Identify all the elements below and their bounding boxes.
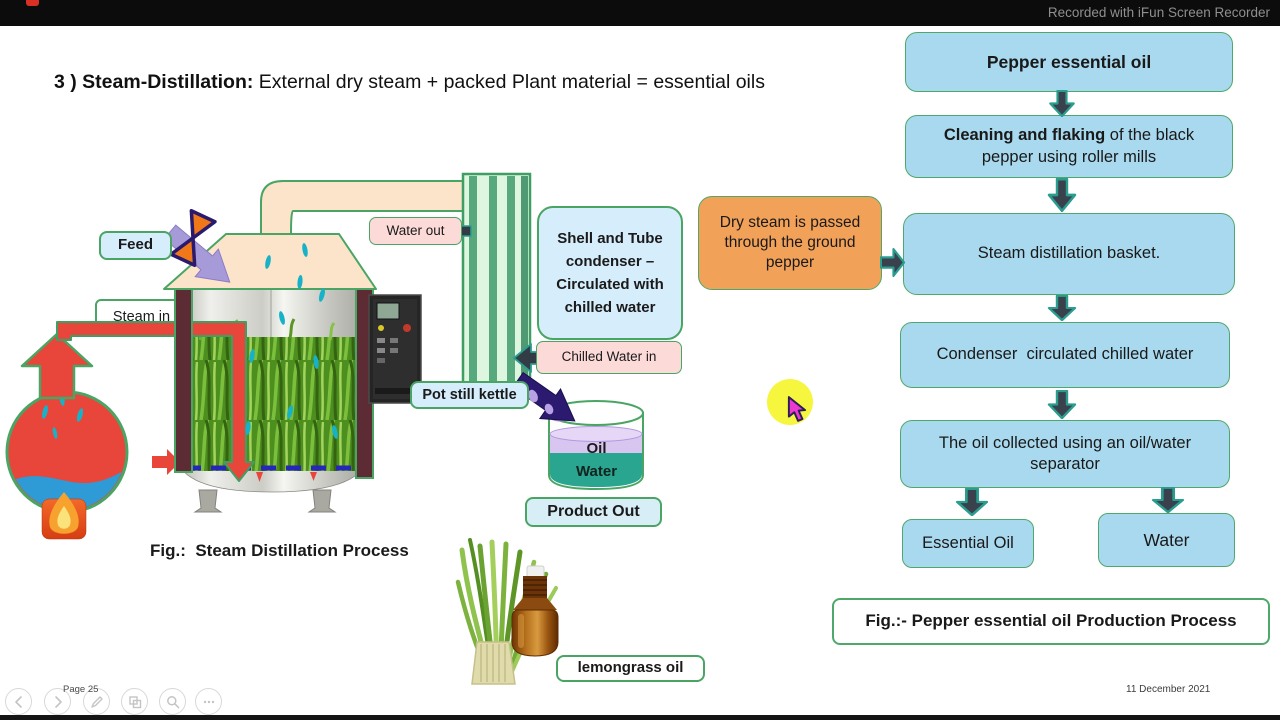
- pencil-icon: [90, 695, 103, 708]
- water-out-label: Water out: [369, 217, 462, 245]
- record-indicator-icon: [26, 0, 39, 6]
- kettle-right-support: [355, 287, 374, 479]
- slide-title: 3 ) Steam-Distillation: External dry ste…: [54, 71, 864, 94]
- flow-box-essential-oil: Essential Oil: [902, 519, 1034, 568]
- zoom-button[interactable]: [159, 688, 186, 715]
- condensate-drop: [544, 403, 554, 415]
- flow-arrow-down-3: [1047, 295, 1077, 321]
- steam-in-label: Steam in: [95, 299, 188, 337]
- figure-caption-right: Fig.:- Pepper essential oil Production P…: [832, 598, 1270, 645]
- flow-box-water: Water: [1098, 513, 1235, 567]
- pen-tool-button[interactable]: [83, 688, 110, 715]
- feed-arrow: [163, 224, 231, 283]
- recorder-watermark: Recorded with iFun Screen Recorder: [1047, 5, 1270, 20]
- flow-box-steam-basket: Steam distillation basket.: [903, 213, 1235, 295]
- boiler-sphere: [5, 390, 129, 514]
- plant-material-grass: [179, 318, 365, 471]
- next-slide-button[interactable]: [44, 688, 71, 715]
- slide-title-rest: External dry steam + packed Plant materi…: [253, 71, 765, 93]
- lemongrass-oil-label: lemongrass oil: [556, 655, 705, 682]
- flow-arrow-down-6: [1151, 487, 1185, 513]
- lemongrass-bundle-base: [471, 641, 516, 685]
- pot-still-kettle-body: [175, 276, 369, 513]
- flow-arrow-right: [880, 247, 905, 278]
- flow-box-condenser: Condenser circulated chilled water: [900, 322, 1230, 388]
- shell-tube-condenser-label: Shell and Tube condenser – Circulated wi…: [537, 206, 683, 340]
- steam-pipe: [56, 321, 255, 482]
- flame-burner: [41, 492, 87, 540]
- slide-title-bold: 3 ) Steam-Distillation:: [54, 71, 254, 93]
- steam-drops-boiler: [42, 390, 84, 439]
- flow-box-pepper-essential-oil: Pepper essential oil: [905, 32, 1233, 92]
- steam-inlet-arrow: [152, 449, 180, 475]
- slide-sorter-button[interactable]: [121, 688, 148, 715]
- oil-bottle-image: [511, 565, 559, 657]
- slide-date: 11 December 2021: [1126, 684, 1211, 695]
- figure-caption-left: Fig.: Steam Distillation Process: [150, 541, 409, 560]
- oil-layer-label: Oil: [586, 440, 607, 457]
- ellipsis-icon: [203, 700, 214, 703]
- steam-drip: [256, 472, 263, 482]
- flow-box-cleaning-flaking: Cleaning and flaking of the black pepper…: [905, 115, 1233, 178]
- chilled-water-in-label: Chilled Water in: [536, 341, 682, 374]
- flow-arrow-down-5: [955, 488, 989, 516]
- magnifier-icon: [166, 695, 179, 708]
- steam-drip: [310, 472, 317, 481]
- water-layer-label: Water: [575, 463, 618, 480]
- steam-up-arrow: [20, 332, 94, 400]
- flow-box-cleaning-flaking-text: Cleaning and flaking of the black pepper…: [943, 126, 1195, 166]
- chevron-left-icon: [14, 695, 22, 708]
- flow-arrow-down-4: [1047, 390, 1077, 419]
- condenser-column: [461, 172, 532, 394]
- kettle-hood: [163, 233, 377, 290]
- pot-still-kettle-label: Pot still kettle: [410, 381, 529, 409]
- window-bottom-edge: [0, 715, 1280, 720]
- flow-arrow-down-2: [1047, 178, 1077, 212]
- flow-arrow-down-1: [1049, 90, 1075, 117]
- product-out-label: Product Out: [525, 497, 662, 527]
- chevron-right-icon: [54, 695, 62, 708]
- more-options-button[interactable]: [195, 688, 222, 715]
- prev-slide-button[interactable]: [5, 688, 32, 715]
- flow-box-oil-collected: The oil collected using an oil/water sep…: [900, 420, 1230, 488]
- lemongrass-image: [455, 538, 558, 679]
- page-indicator: Page 25: [63, 684, 99, 695]
- mouse-cursor-icon: [787, 396, 807, 422]
- slides-icon: [128, 695, 141, 708]
- recorder-topbar: Recorded with iFun Screen Recorder: [0, 0, 1280, 26]
- flow-note-dry-steam: Dry steam is passed through the ground p…: [698, 196, 882, 290]
- feed-label: Feed: [99, 231, 172, 260]
- feed-valve-icon: [169, 209, 217, 267]
- steam-drops-kettle: [245, 243, 338, 439]
